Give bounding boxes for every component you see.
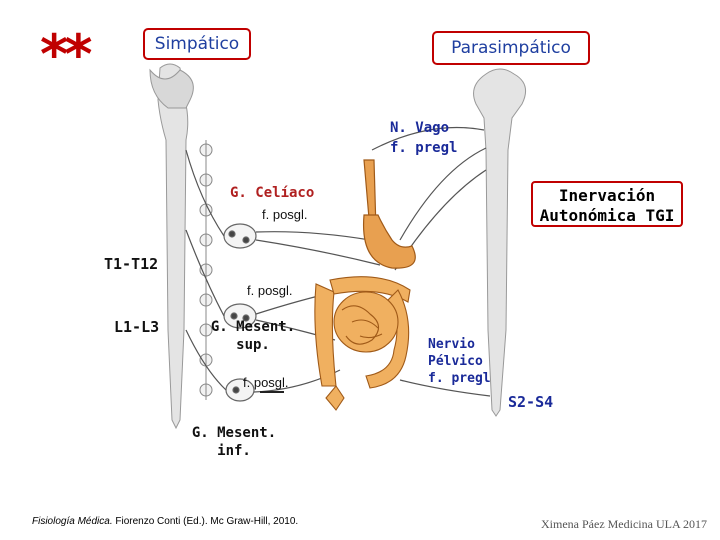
sympathetic-label: Simpático (143, 28, 251, 60)
vagus-label: N. Vago f. pregl (390, 118, 457, 158)
sympathetic-chain (199, 140, 213, 400)
intestines (314, 276, 411, 411)
stomach (362, 159, 416, 269)
sup-fiber-label: f. posgl. (243, 375, 289, 390)
source-citation: Fisiología Médica. Fiorenzo Conti (Ed.).… (32, 516, 298, 527)
vagus-line2: f. pregl (390, 140, 458, 156)
celiac-ganglion-label: G. Celíaco (230, 185, 315, 201)
parasympathetic-label: Parasimpático (432, 31, 590, 65)
sympathetic-spinal-cord (149, 63, 194, 430)
source-details: Fiorenzo Conti (Ed.). Mc Graw-Hill, 2010… (112, 516, 299, 527)
pelvic-line1: Nervio (428, 337, 475, 352)
prevertebral-ganglia (223, 223, 257, 402)
pelvic-nerve-label: Nervio Pélvico f. pregl (428, 336, 491, 387)
sup-mesenteric-label: G. Mesent. sup. (208, 318, 298, 354)
innervation-title: Inervación Autonómica TGI (531, 181, 683, 227)
innervation-line2: Autonómica TGI (539, 206, 675, 225)
author-credit: Ximena Páez Medicina ULA 2017 (541, 517, 707, 531)
inf-mesenteric-line2: inf. (217, 443, 251, 459)
source-book-title: Fisiología Médica. (32, 516, 113, 527)
pelvic-line3: f. pregl (428, 371, 491, 386)
inf-mesenteric-label: G. Mesent. inf. (186, 424, 282, 460)
segment-lumbar-label: L1-L3 (114, 318, 160, 336)
sup-mesenteric-line1: G. Mesent. (210, 319, 296, 335)
highlight-marker: ** (40, 23, 93, 86)
pelvic-line2: Pélvico (428, 354, 483, 369)
celiac-fiber-label: f. posgl. (262, 207, 308, 222)
segment-sacral-label: S2-S4 (508, 393, 554, 411)
parasympathetic-spinal-cord (473, 68, 527, 417)
segment-thoracic-label: T1-T12 (104, 255, 159, 273)
vagus-line1: N. Vago (390, 120, 450, 136)
innervation-line1: Inervación (558, 186, 656, 205)
segment-fiber-label: f. posgl. (247, 283, 293, 298)
sup-mesenteric-line2: sup. (236, 337, 270, 353)
inf-mesenteric-line1: G. Mesent. (191, 425, 277, 441)
